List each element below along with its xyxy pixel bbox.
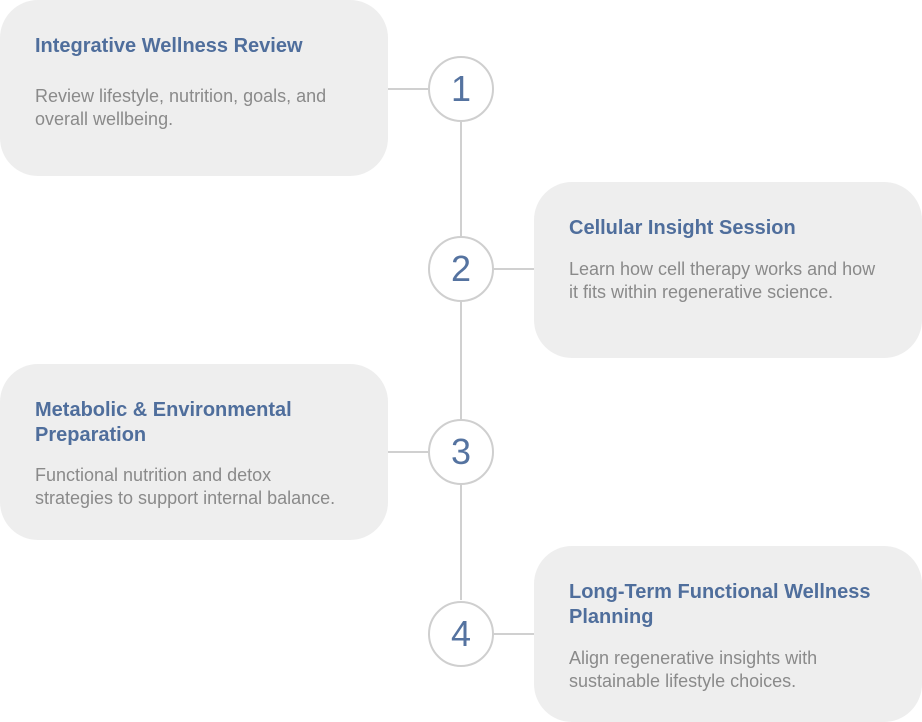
step-1-title: Integrative Wellness Review — [35, 35, 303, 57]
step-2-description: Learn how cell therapy works and how it … — [569, 259, 876, 302]
step-1-number: 1 — [450, 68, 472, 109]
step-4-description: Align regenerative insights with sustain… — [569, 648, 818, 691]
step-4-number: 4 — [450, 613, 472, 654]
step-1-connector — [388, 88, 428, 90]
step-4-number-circle: 4 — [428, 601, 494, 667]
step-3-card: Metabolic & Environmental Preparation Fu… — [0, 364, 388, 540]
step-4-connector — [494, 633, 535, 635]
step-1-number-circle: 1 — [428, 56, 494, 122]
step-2-title: Cellular Insight Session — [569, 217, 796, 239]
step-2-connector — [494, 268, 535, 270]
step-1-card: Integrative Wellness Review Review lifes… — [0, 0, 388, 176]
timeline-vertical-line — [460, 122, 462, 600]
step-4-card: Long-Term Functional Wellness Planning A… — [534, 546, 922, 722]
step-3-number-circle: 3 — [428, 419, 494, 485]
step-1-description: Review lifestyle, nutrition, goals, and … — [35, 86, 327, 129]
step-3-number: 3 — [450, 431, 472, 472]
step-3-description: Functional nutrition and detox strategie… — [35, 465, 336, 508]
step-2-number: 2 — [450, 248, 472, 289]
step-2-number-circle: 2 — [428, 236, 494, 302]
step-2-card: Cellular Insight Session Learn how cell … — [534, 182, 922, 358]
step-3-title: Metabolic & Environmental Preparation — [35, 399, 292, 446]
step-4-title: Long-Term Functional Wellness Planning — [569, 581, 871, 628]
step-3-connector — [388, 451, 428, 453]
